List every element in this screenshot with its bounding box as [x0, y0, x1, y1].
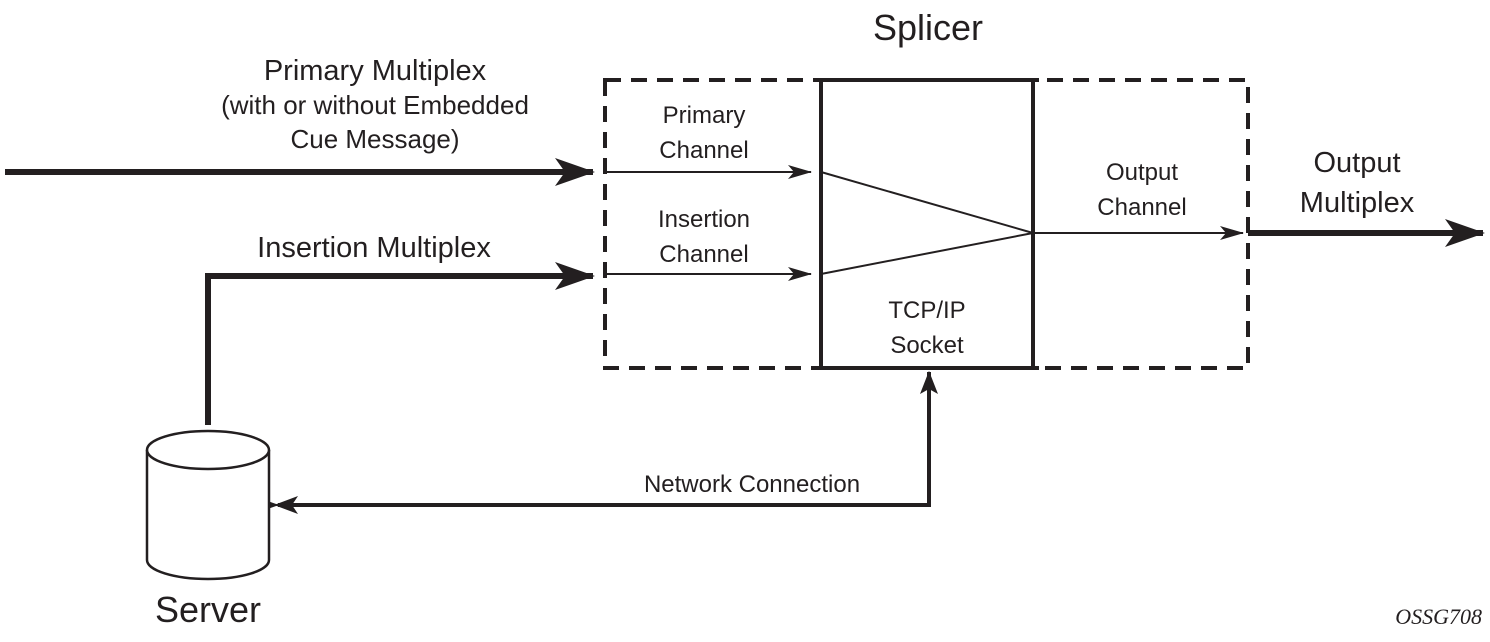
- primary-multiplex-sublabel-2: Cue Message): [290, 124, 459, 154]
- tcpip-socket-label-1: TCP/IP: [888, 297, 965, 324]
- output-channel-label-2: Channel: [1097, 194, 1186, 221]
- network-connection-label: Network Connection: [644, 471, 860, 498]
- tcpip-socket-label-2: Socket: [890, 332, 964, 359]
- output-multiplex-label-2: Multiplex: [1300, 187, 1415, 219]
- primary-multiplex-label: Primary Multiplex: [264, 55, 487, 87]
- network-connection-arrowhead-server: [274, 496, 298, 514]
- network-connection-arrowhead-socket: [920, 371, 938, 394]
- network-connection-arrow: [259, 371, 936, 512]
- output-multiplex-label-1: Output: [1313, 147, 1400, 179]
- figure-id: OSSG708: [1395, 604, 1482, 629]
- insertion-multiplex-label: Insertion Multiplex: [257, 232, 491, 264]
- splicer-title: Splicer: [873, 7, 983, 48]
- insertion-channel-label-2: Channel: [659, 241, 748, 268]
- primary-splice-line: [820, 171, 1034, 234]
- output-channel-label-1: Output: [1106, 159, 1178, 186]
- primary-multiplex-sublabel-1: (with or without Embedded: [221, 90, 529, 120]
- insertion-multiplex-arrow: [205, 262, 595, 425]
- insertion-channel-label-1: Insertion: [658, 206, 750, 233]
- server-label: Server: [155, 589, 261, 630]
- database-cylinder-icon: [145, 429, 271, 581]
- insertion-splice-line: [820, 232, 1034, 275]
- primary-channel-label-2: Channel: [659, 137, 748, 164]
- primary-channel-label-1: Primary: [663, 102, 746, 129]
